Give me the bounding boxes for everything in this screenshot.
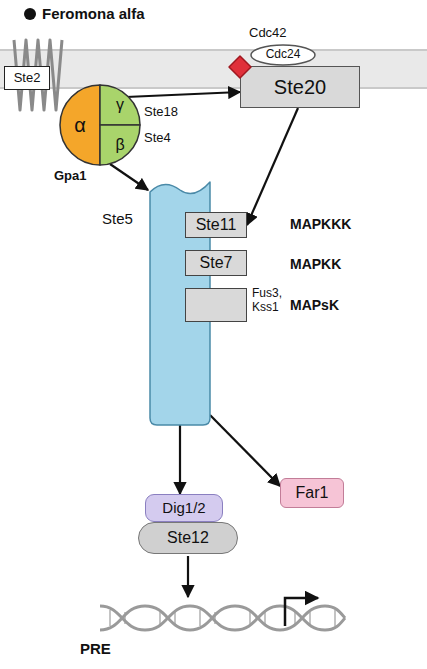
signal-arrow [126,92,240,97]
text-slot: Ste20 [241,67,359,107]
text-slot: MAPsK [290,297,339,313]
node-label: Dig1/2 [162,499,205,516]
text-slot: β [100,125,140,165]
node-label: β [115,136,124,154]
node-label: Ste18 [144,105,178,120]
node-label: Ste12 [167,529,209,547]
receptor-box: Ste2 [4,66,50,90]
mapk-box: Fus3, Kss1 [185,288,247,322]
signal-arrow [247,108,298,225]
text-slot: PRE [80,640,111,657]
node-label: Ste20 [274,76,326,99]
text-slot: γ [100,85,140,125]
text-slot: Ste12 [139,523,237,553]
membrane-band [0,50,427,88]
membrane-edge [0,49,427,51]
node-label: Far1 [296,484,329,502]
node-label: Cdc42 [249,26,287,41]
gef-ellipse: Cdc24 [250,44,316,66]
kinase-box: Ste20 [240,66,360,108]
text-slot: Cdc24 [250,44,316,66]
signal-arrow [187,556,189,597]
membrane-edge [0,87,427,89]
node-label: Gpa1 [54,169,87,184]
node-label: γ [116,96,124,114]
node-label: Ste2 [14,71,41,86]
node-label: Ste5 [102,210,133,227]
pathway-label: MAPsK [290,297,339,313]
mapkk-box: Ste7 [185,250,247,276]
node-label: Cdc24 [266,48,301,62]
effector-box: Far1 [280,478,344,508]
mapkkk-box: Ste11 [185,212,247,238]
text-slot: Ste5 [102,210,133,227]
node-label: Ste7 [200,254,233,272]
text-slot: Ste2 [5,67,49,89]
pathway-label: PRE [80,640,111,657]
pathway-label: Feromona alfa [42,5,145,22]
text-slot: Fus3, Kss1 [252,287,292,315]
text-slot: MAPKKK [290,216,351,232]
node-label: Ste4 [144,131,171,146]
text-slot: Ste11 [186,213,246,237]
signal-arrow [110,164,148,190]
text-slot: Cdc42 [249,26,287,41]
gtpase-diamond: Cdc42 [229,56,251,78]
text-slot: Ste4 [144,131,171,146]
ggamma-subunit: γSte18 [100,85,140,125]
text-slot: Feromona alfa [42,5,145,22]
text-slot: Gpa1 [54,169,87,184]
gbeta-subunit: βSte4 [100,125,140,165]
node-label: Ste11 [196,216,237,234]
transcription-factor-box: Ste12 [138,522,238,554]
text-slot: Far1 [281,479,343,507]
text-slot: MAPKK [290,256,341,272]
text-slot: Ste18 [144,105,178,120]
text-slot: Dig1/2 [146,495,222,521]
repressor-box: Dig1/2 [145,494,223,522]
signal-arrow [210,415,280,486]
text-slot: α [60,85,100,165]
transcription-arrow [285,598,318,626]
signal-arrow [179,425,181,494]
pathway-label: MAPKKK [290,216,351,232]
node-label: Fus3, Kss1 [252,287,292,315]
scaffold-shape: Ste11Ste7Fus3, Kss1Ste5 [150,180,250,425]
receptor-helices [14,40,62,110]
pathway-label: MAPKK [290,256,341,272]
pheromone-dot [24,8,36,20]
dna-helix [100,606,345,630]
text-slot: Ste7 [186,251,246,275]
gtpase-diamond-outline [229,56,251,78]
galpha-subunit: αGpa1 [60,85,100,165]
node-label: α [74,114,86,137]
